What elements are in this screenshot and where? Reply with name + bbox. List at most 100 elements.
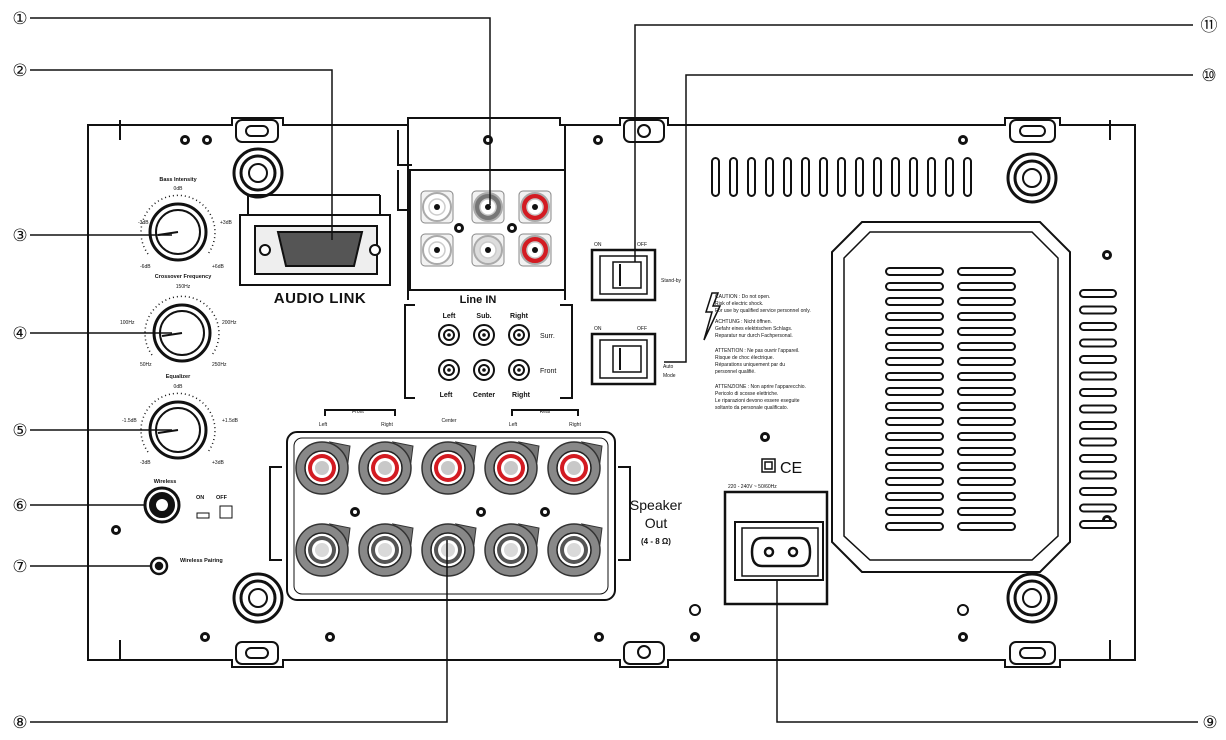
bass-left: -3dB (138, 220, 149, 226)
caution-text: CAUTION : Do not open.Risk of electric s… (715, 294, 811, 411)
caution-line: Reparatur nur durch Fachpersonal. (715, 333, 793, 339)
line-in-jack[interactable] (508, 324, 530, 346)
knobs-group[interactable] (140, 194, 220, 460)
callout-number-6: ⑥ (12, 496, 27, 515)
automode-label-2: Mode (663, 373, 676, 379)
grille-slot (957, 402, 1016, 411)
speaker-terminal-black[interactable] (421, 523, 477, 577)
screw-center (597, 635, 601, 639)
line-in-jack[interactable] (438, 324, 460, 346)
screw-center (183, 138, 187, 142)
grille-slot (957, 387, 1016, 396)
rca-jack[interactable] (420, 190, 454, 224)
bass-top: 0dB (174, 186, 184, 192)
callout-number-9: ⑨ (1202, 713, 1217, 732)
screw-center (203, 635, 207, 639)
caution-line: Le riparazioni devono essere eseguite (715, 398, 800, 404)
line-in-small-jacks[interactable] (438, 324, 530, 381)
standby-off: OFF (637, 242, 647, 248)
speaker-terminal-black[interactable] (484, 523, 540, 577)
speaker-terminal-red[interactable] (295, 441, 351, 495)
vent-slot (873, 157, 882, 197)
line-in-jack[interactable] (473, 324, 495, 346)
screw-center (457, 226, 461, 230)
rotary-knob[interactable] (140, 392, 216, 460)
caution-line: ATTENZIONE : Non aprire l'apparecchio. (715, 384, 806, 390)
crossover-right: 200Hz (222, 320, 237, 326)
audio-link-connector[interactable] (239, 194, 391, 286)
screw-center (961, 635, 965, 639)
automode-on: ON (594, 326, 602, 332)
standby-label: Stand-by (661, 278, 682, 284)
feet-group (232, 147, 1058, 624)
speaker-terminal-black[interactable] (547, 523, 603, 577)
foot-bolt (1006, 152, 1058, 204)
grille-slot (957, 432, 1016, 441)
vent-slot (837, 157, 846, 197)
screw-center (510, 226, 514, 230)
speaker-terminals[interactable] (295, 441, 603, 577)
speaker-out-label-2: Out (645, 515, 668, 531)
foot-bolt (232, 147, 284, 199)
foot-bolt (1006, 572, 1058, 624)
grille-slot (957, 492, 1016, 501)
rotary-knob[interactable] (144, 295, 220, 363)
line-in-jack[interactable] (508, 359, 530, 381)
line-in-jack[interactable] (473, 359, 495, 381)
grille-slot (957, 312, 1016, 321)
line-in-center: Center (473, 392, 495, 399)
callout-number-1: ① (12, 9, 27, 28)
power-inlet[interactable] (723, 490, 829, 606)
line-in-rca-jacks[interactable] (420, 190, 552, 267)
grille-slot (885, 282, 944, 291)
callout-number-8: ⑧ (12, 713, 27, 732)
bass-br: +6dB (212, 264, 224, 270)
callout-number-5: ⑤ (12, 421, 27, 440)
rca-jack[interactable] (420, 233, 454, 267)
grille-slot (885, 402, 944, 411)
screw-center (353, 510, 357, 514)
wireless-button[interactable] (143, 486, 181, 524)
callout-number-11: ⑪ (1201, 16, 1218, 35)
grille-slot (885, 432, 944, 441)
vent-slot (747, 157, 756, 197)
grille-slot (957, 297, 1016, 306)
grille-slot (957, 282, 1016, 291)
rotary-knob[interactable] (140, 194, 216, 262)
caution-line: ACHTUNG : Nicht öffnen. (715, 319, 772, 325)
grille-slot (885, 507, 944, 516)
vent-slot (945, 157, 954, 197)
screw-center (479, 510, 483, 514)
grille-slot (885, 342, 944, 351)
vent-slot (729, 157, 738, 197)
vent-slot (801, 157, 810, 197)
caution-line: Risque de choc électrique. (715, 355, 774, 361)
speaker-terminal-red[interactable] (484, 441, 540, 495)
line-in-surr: Surr. (540, 333, 555, 340)
grille-slot (885, 522, 944, 531)
line-in-jack[interactable] (438, 359, 460, 381)
speaker-terminal-red[interactable] (547, 441, 603, 495)
rca-jack[interactable] (518, 233, 552, 267)
caution-line: Réparations uniquement par du (715, 362, 785, 368)
caution-line: Gefahr eines elektrischen Schlags. (715, 326, 792, 332)
speaker-terminal-red[interactable] (421, 441, 477, 495)
callout-number-3: ③ (12, 226, 27, 245)
crossover-left: 100Hz (120, 320, 135, 326)
rca-jack[interactable] (518, 190, 552, 224)
screw-center (763, 435, 767, 439)
screws-group (111, 135, 1112, 642)
rca-jack[interactable] (471, 190, 505, 224)
standby-switch[interactable] (590, 248, 657, 302)
automode-switch[interactable] (590, 332, 657, 386)
speaker-terminal-black[interactable] (358, 523, 414, 577)
screw-center (486, 138, 490, 142)
wireless-pairing-button[interactable] (149, 556, 169, 576)
speaker-rear-left-label: Left (509, 422, 518, 428)
speaker-terminal-red[interactable] (358, 441, 414, 495)
rca-jack[interactable] (471, 233, 505, 267)
speaker-terminal-black[interactable] (295, 523, 351, 577)
equalizer-left: -1.5dB (122, 418, 137, 424)
grille-slot (957, 522, 1016, 531)
